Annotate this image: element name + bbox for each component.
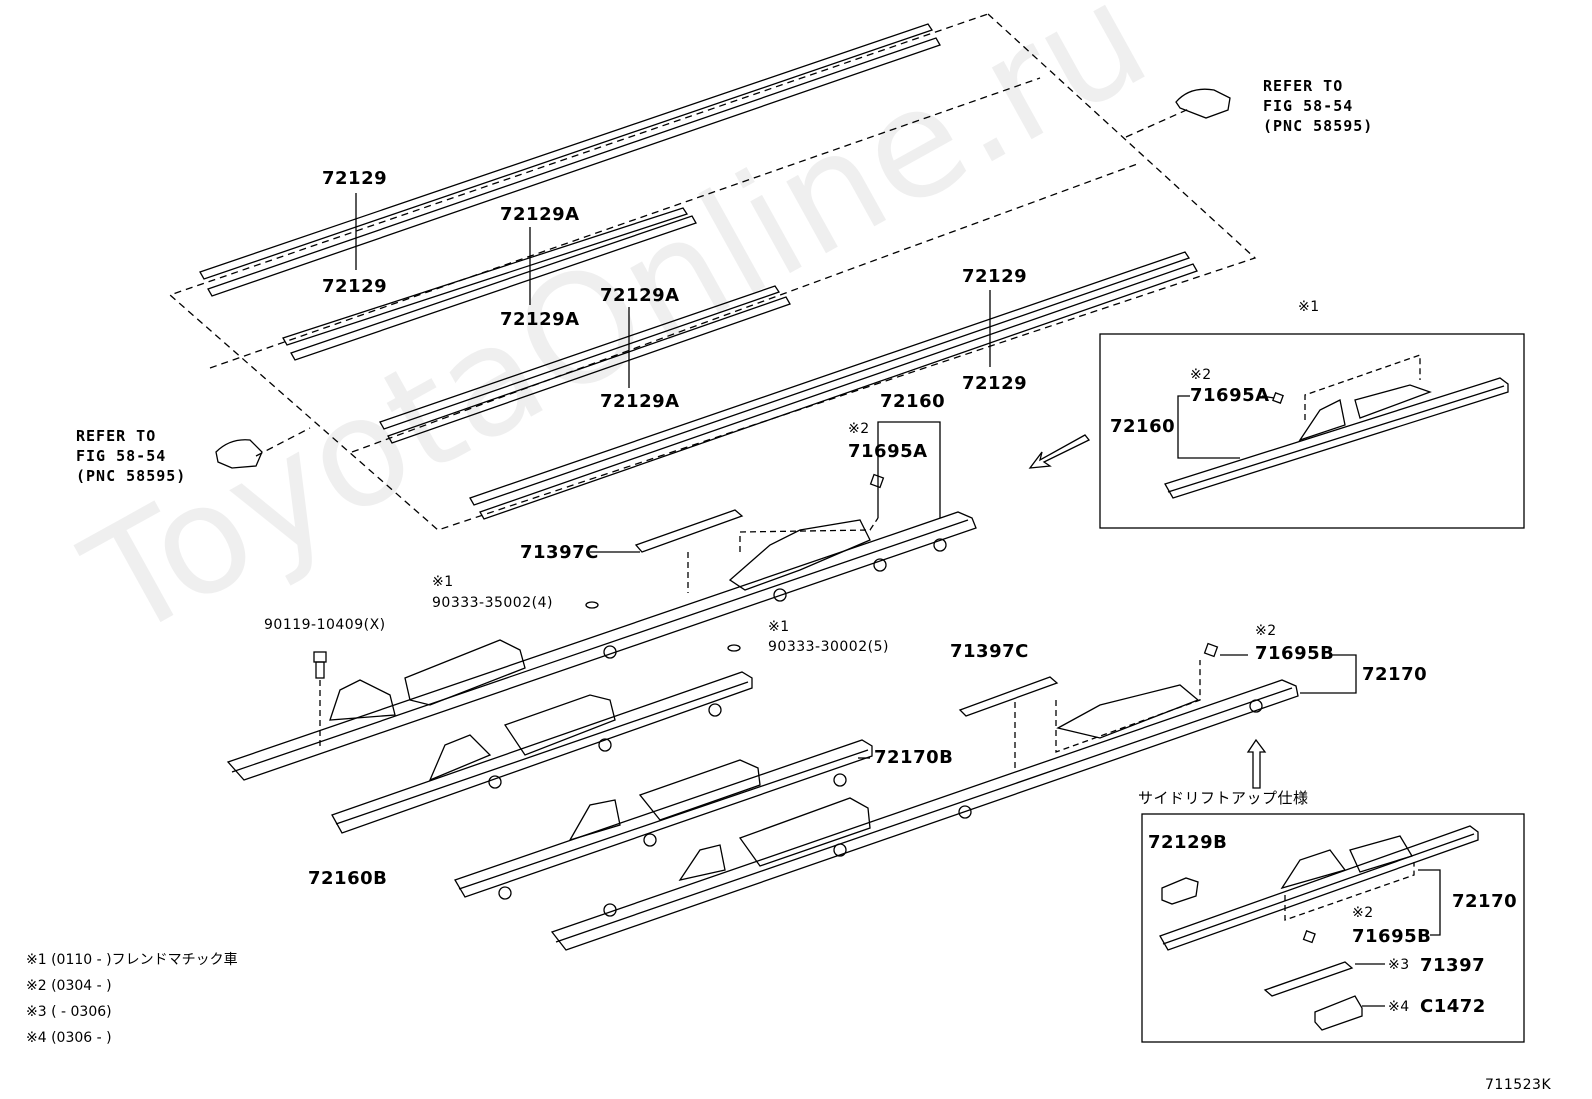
figure-code: 711523K xyxy=(1485,1077,1552,1093)
label-72170: 72170 xyxy=(1362,664,1428,685)
label-71397C-a: 71397C xyxy=(520,542,599,563)
label-72129-lower: 72129 xyxy=(322,276,388,297)
inset1-label-72160: 72160 xyxy=(1110,416,1176,437)
clip-71695B xyxy=(1203,642,1219,658)
end-cap-right xyxy=(1175,88,1231,119)
inset2-mark4: ※4 xyxy=(1388,999,1410,1015)
molding-72129A-upper xyxy=(282,207,697,361)
inset2-label-72170: 72170 xyxy=(1452,891,1518,912)
label-71397C-b: 71397C xyxy=(950,641,1029,662)
molding-72129-top xyxy=(199,23,941,297)
label-90333-35002: 90333-35002(4) xyxy=(432,595,553,611)
label-72129-right-upper: 72129 xyxy=(962,266,1028,287)
refer-line: (PNC 58595) xyxy=(1263,117,1374,135)
label-72129A-4: 72129A xyxy=(600,391,680,412)
refer-note-left: REFER TO FIG 58-54 (PNC 58595) xyxy=(76,426,186,486)
washer-90333-30002 xyxy=(727,644,741,652)
inset2-label-71695B: 71695B xyxy=(1352,926,1432,947)
dashed-guide xyxy=(351,162,1141,453)
refer-line: FIG 58-54 xyxy=(76,447,167,465)
refer-line: FIG 58-54 xyxy=(1263,97,1354,115)
rail-72170 xyxy=(550,679,1299,951)
sidelift-caption: サイドリフトアップ仕様 xyxy=(1138,789,1309,807)
label-mark1-b: ※1 xyxy=(768,619,790,635)
label-90119-10409: 90119-10409(X) xyxy=(264,617,386,633)
inset-box-2 xyxy=(1141,813,1525,1043)
label-72129-right-lower: 72129 xyxy=(962,373,1028,394)
footnote: ※3 ( - 0306) xyxy=(26,1004,112,1020)
dashed-ref-right xyxy=(1125,107,1192,138)
inset1-mark2: ※2 xyxy=(1190,367,1212,383)
refer-line: REFER TO xyxy=(1263,77,1344,95)
dashed-guide xyxy=(209,77,1041,369)
molding-72129A-lower xyxy=(379,285,791,444)
rail-72170B xyxy=(454,739,873,900)
label-72160: 72160 xyxy=(880,391,946,412)
label-mark1-a: ※1 xyxy=(432,574,454,590)
inset2-label-C1472: C1472 xyxy=(1420,996,1486,1017)
inset2-mark3: ※3 xyxy=(1388,957,1410,973)
washer-90333-35002 xyxy=(585,601,599,609)
footnote: ※2 (0304 - ) xyxy=(26,978,112,994)
clip-71695A xyxy=(869,473,885,489)
footnote: ※1 (0110 - )フレンドマチック車 xyxy=(26,952,238,968)
footnote: ※4 (0306 - ) xyxy=(26,1030,112,1046)
end-cap-left xyxy=(215,439,263,469)
bolt-90119 xyxy=(313,651,327,679)
refer-line: REFER TO xyxy=(76,427,157,445)
label-72129A-3: 72129A xyxy=(600,285,680,306)
inset1-label-71695A: 71695A xyxy=(1190,385,1270,406)
label-90333-30002: 90333-30002(5) xyxy=(768,639,889,655)
label-mark2-b: ※2 xyxy=(1255,623,1277,639)
rail-72160B xyxy=(331,671,753,834)
part-71397 xyxy=(1263,961,1354,997)
molding-72129-bottom xyxy=(469,251,1198,520)
inset2-label-72129B: 72129B xyxy=(1148,832,1228,853)
inset2-rail xyxy=(1159,825,1479,1031)
inset1-rail xyxy=(1164,354,1509,499)
refer-line: (PNC 58595) xyxy=(76,467,187,485)
bar-71397C-a xyxy=(634,509,744,553)
label-72129A-2: 72129A xyxy=(500,309,580,330)
label-mark2-a: ※2 xyxy=(848,421,870,437)
label-72129-upper: 72129 xyxy=(322,168,388,189)
inset2-mark2: ※2 xyxy=(1352,905,1374,921)
bar-71397C-b xyxy=(958,676,1059,717)
part-C1472 xyxy=(1314,995,1363,1031)
inset1-mark1: ※1 xyxy=(1298,299,1320,315)
refer-note-right: REFER TO FIG 58-54 (PNC 58595) xyxy=(1263,76,1373,136)
label-71695A: 71695A xyxy=(848,441,928,462)
dashed-ref-left xyxy=(255,427,311,457)
label-72160B: 72160B xyxy=(308,868,388,889)
inset2-label-71397: 71397 xyxy=(1420,955,1486,976)
dashed-frame xyxy=(168,13,1257,531)
part-72129B xyxy=(1161,877,1199,905)
label-72129A-1: 72129A xyxy=(500,204,580,225)
footnotes: ※1 (0110 - )フレンドマチック車 ※2 (0304 - ) ※3 ( … xyxy=(26,947,238,1051)
arrow-to-main xyxy=(1028,434,1091,469)
label-71695B: 71695B xyxy=(1255,643,1335,664)
label-72170B: 72170B xyxy=(874,747,954,768)
inset-box-1 xyxy=(1099,333,1525,529)
arrow-up xyxy=(1246,738,1267,789)
